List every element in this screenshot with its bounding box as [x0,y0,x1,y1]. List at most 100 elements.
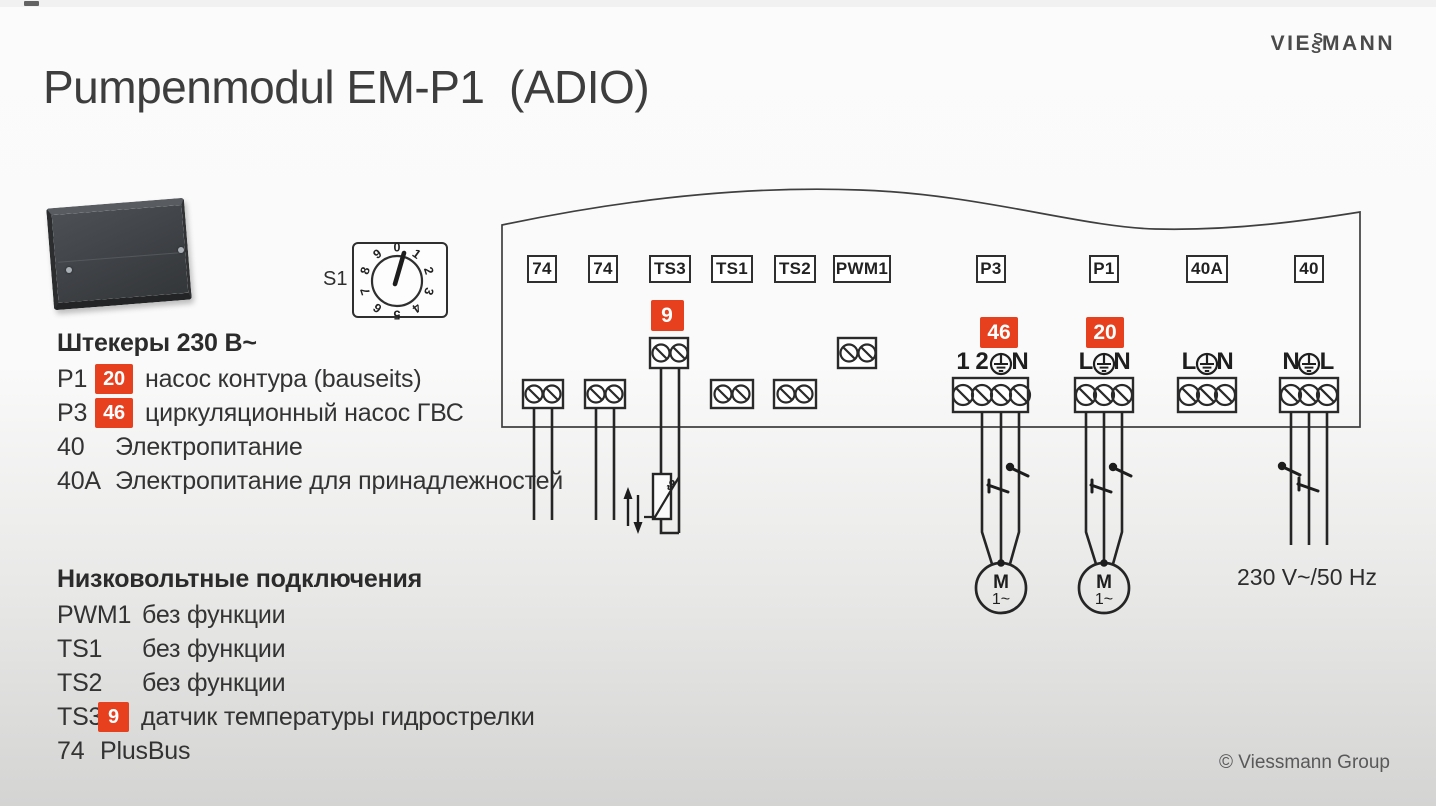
connector-label-74a: 74 [527,255,557,283]
legend-key: TS1 [57,634,103,663]
legend-text: без функции [142,668,286,697]
legend-text: насос контура (bauseits) [145,364,422,393]
mains-voltage-label: 230 V~/50 Hz [1236,564,1377,590]
screw-slot [955,387,971,403]
screw-slot [1319,387,1335,403]
screw-slot [842,346,856,360]
screw-slot [974,387,990,403]
legend-key: 40A [57,466,101,495]
wire-mains [1289,412,1329,545]
screw-terminal-icon [794,384,814,404]
plug-connection-icons [986,461,1320,494]
screw-slot [545,387,559,401]
wire-74a [532,408,554,520]
wires [532,368,1329,565]
legend-key: P3 [57,398,88,427]
motor-phase: 1~ [991,591,1011,608]
connector-label-TS3: TS3 [649,255,691,283]
s1-label: S1 [323,268,348,290]
legend-text: без функции [142,600,286,629]
top-strip-artifact [24,1,39,6]
legend-key: 40 [57,432,85,461]
screw-slot [1301,387,1317,403]
connector-label-40: 40 [1294,255,1324,283]
motor-symbols [974,559,1131,615]
earth-icon [989,347,1013,376]
screw-slot [797,387,811,401]
legend-key: PWM1 [57,600,132,629]
code-badge-9: 9 [98,702,129,732]
dial-digit-7: 7 [358,286,373,297]
connector-label-PWM1: PWM1 [833,255,891,283]
connector-label-TS2: TS2 [774,255,816,283]
screw-terminal-icon [604,384,624,404]
wire-74b [594,408,616,520]
legend-key: 74 [57,736,85,765]
screw-terminal-icon [1074,383,1098,407]
screw-terminal-icon [542,384,562,404]
legend-row-TS1: TS1 без функции [57,632,657,666]
screw-slot [654,346,668,360]
terminal-letter-40-N: N [1282,348,1300,375]
terminal-letter-P1-L: L [1078,348,1094,375]
screw-slot [993,387,1009,403]
screw-terminal-icon [1110,383,1134,407]
legend-key: TS2 [57,668,103,697]
connector-label-74b: 74 [588,255,618,283]
code-badge-46: 46 [95,398,133,428]
connector-label-P1: P1 [1089,255,1119,283]
legend-lv-heading: Низковольтные подключения [57,565,423,593]
dial-digit-8: 8 [358,265,373,276]
connector-label-TS1: TS1 [711,255,753,283]
top-strip [0,0,1436,7]
dial-digit-5: 5 [393,307,400,321]
screw-terminal-icon [1297,383,1321,407]
screw-terminal-icon [1195,383,1219,407]
legend-text: без функции [142,634,286,663]
terminal-letter-40A-N: N [1216,348,1234,375]
connector-label-P3: P3 [976,255,1006,283]
motor-m: M [1096,572,1112,593]
temperature-sensor-icon [644,472,680,521]
screw-slot [1096,387,1112,403]
legend-230v-heading: Штекеры 230 В~ [57,329,257,357]
legend-text: циркуляционный насос ГВС [145,398,464,427]
screw-terminal-icon [1279,383,1303,407]
screw-slot [1283,387,1299,403]
wiring-diagram-graphics [501,188,1361,615]
earth-icon [1092,347,1116,376]
junction-dot [997,559,1005,567]
viessmann-logo: VIE S S MANN [1271,31,1395,56]
junction-dot [1100,559,1108,567]
legend-text: датчик температуры гидрострелки [141,702,535,731]
legend-text: Электропитание для принадлежностей [115,466,564,495]
screw-terminal-icon [857,343,877,363]
screw-slot [527,387,541,401]
screw-slot [1078,387,1094,403]
code-badge-20: 20 [1086,317,1124,348]
copyright: © Viessmann Group [1218,752,1390,773]
screw-slot [607,387,621,401]
screw-slot [779,387,793,401]
screw-slot [860,346,874,360]
screw-slot [1114,387,1130,403]
pump-module-photo [44,183,200,319]
earth-icon [1195,347,1219,376]
connector-label-40A: 40A [1186,255,1228,283]
page-title: Pumpenmodul EM-P1 (ADIO) [43,61,650,113]
legend-row-40A: 40A Электропитание для принадлежностей [57,464,617,498]
screw-terminal-icon [1315,383,1339,407]
terminal-letter-P3-1: 1 [956,348,970,375]
legend-key: P1 [57,364,88,393]
flow-arrows-icon [623,487,643,534]
screw-slot [1012,387,1028,403]
terminal-letter-40-L: L [1319,348,1335,375]
legend-key: TS3 [57,702,103,731]
